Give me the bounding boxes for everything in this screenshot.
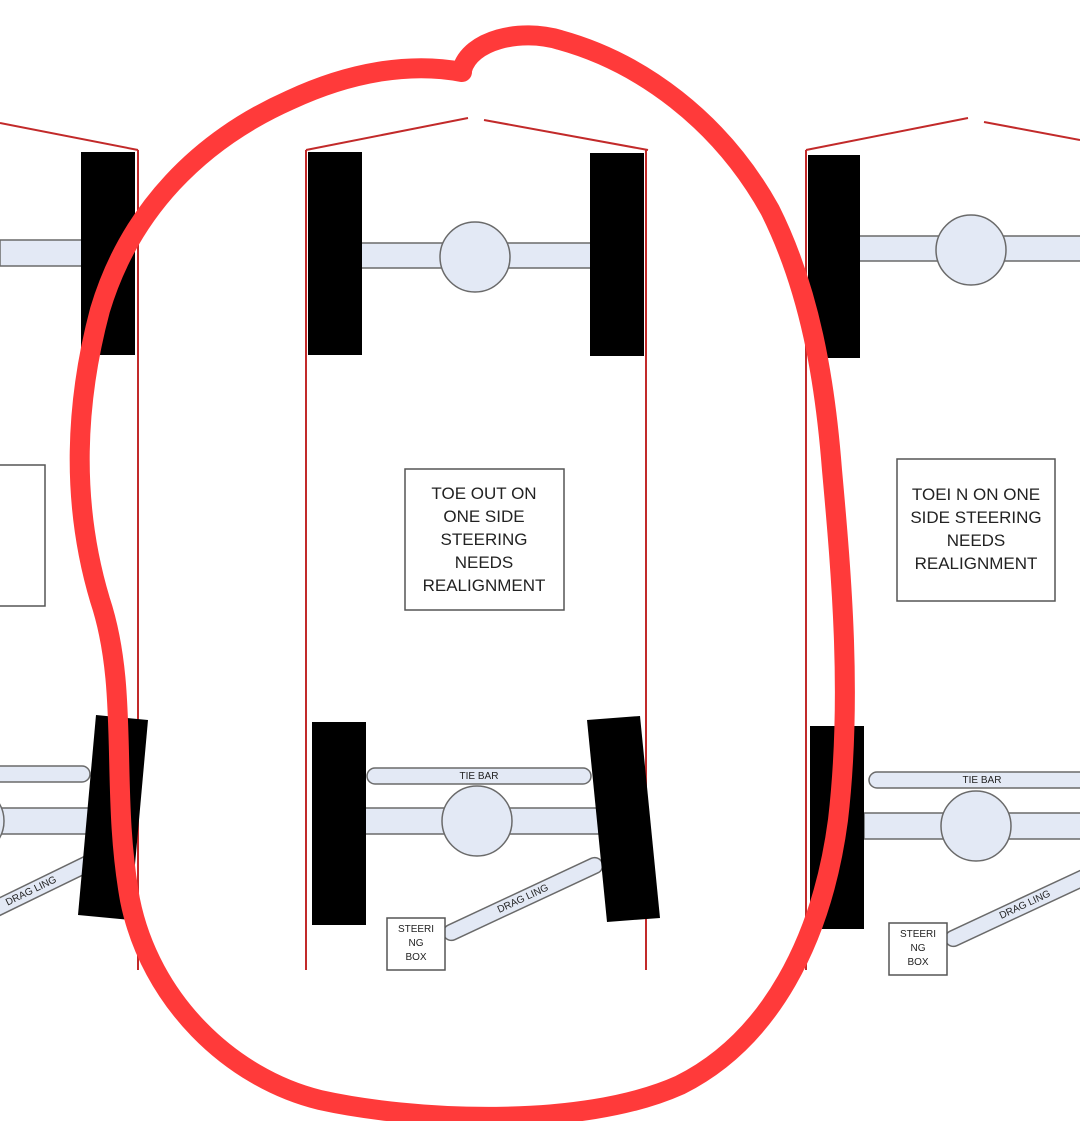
right-steering-box-line-1: STEERI xyxy=(900,929,936,940)
right-drag-link: DRAG LING xyxy=(944,862,1080,948)
right-steering-box-line-3: BOX xyxy=(907,957,928,968)
right-tie-bar xyxy=(868,771,1080,789)
middle-front-right-tire xyxy=(590,153,644,356)
right-caption-line-3: NEEDS xyxy=(947,531,1006,550)
left-caption-box xyxy=(0,464,46,607)
middle-steering-box-line-2: NG xyxy=(409,938,424,949)
left-tie-bar xyxy=(0,765,91,783)
left-rear-hub xyxy=(0,803,5,839)
right-caption-box xyxy=(896,458,1056,602)
middle-drag-link: DRAG LING xyxy=(442,856,604,942)
middle-steering-box xyxy=(386,917,446,971)
middle-caption-line-2: ONE SIDE xyxy=(443,507,524,526)
left-frame-top xyxy=(0,122,139,151)
middle-rear-right-tire-toed-out xyxy=(587,716,660,922)
right-frame-top-left xyxy=(805,117,969,151)
middle-tie-bar-label: TIE BAR xyxy=(460,771,499,782)
middle-caption-line-3: STEERING xyxy=(441,530,528,549)
middle-caption-line-1: TOE OUT ON xyxy=(431,484,536,503)
middle-panel: TOE OUT ON ONE SIDE STEERING NEEDS REALI… xyxy=(305,117,660,971)
right-caption-line-4: REALIGNMENT xyxy=(915,554,1038,573)
right-steering-box xyxy=(888,922,948,976)
middle-front-hub xyxy=(439,221,511,293)
middle-caption-line-4: NEEDS xyxy=(455,553,514,572)
red-annotation-circle xyxy=(69,25,855,1121)
middle-caption-box xyxy=(404,468,565,611)
right-caption-line-2: SIDE STEERING xyxy=(910,508,1041,527)
middle-caption-line-5: REALIGNMENT xyxy=(423,576,546,595)
middle-rear-hub xyxy=(441,785,513,857)
middle-tie-bar xyxy=(366,767,592,785)
middle-frame-top-right xyxy=(483,119,649,151)
right-frame-top-right xyxy=(983,121,1080,141)
right-steering-box-line-2: NG xyxy=(911,943,926,954)
right-panel: TOEI N ON ONE SIDE STEERING NEEDS REALIG… xyxy=(805,117,1080,976)
middle-steering-box-line-3: BOX xyxy=(405,952,426,963)
middle-front-left-tire xyxy=(308,152,362,355)
middle-rear-left-tire xyxy=(312,722,366,925)
left-front-axle xyxy=(0,239,87,267)
right-caption-line-1: TOEI N ON ONE xyxy=(912,485,1040,504)
right-front-hub xyxy=(935,214,1007,286)
middle-steering-box-line-1: STEERI xyxy=(398,924,434,935)
middle-frame-top-left xyxy=(305,117,469,151)
left-rear-axle xyxy=(0,807,91,835)
right-tie-bar-label: TIE BAR xyxy=(963,775,1002,786)
right-rear-hub xyxy=(940,790,1012,862)
